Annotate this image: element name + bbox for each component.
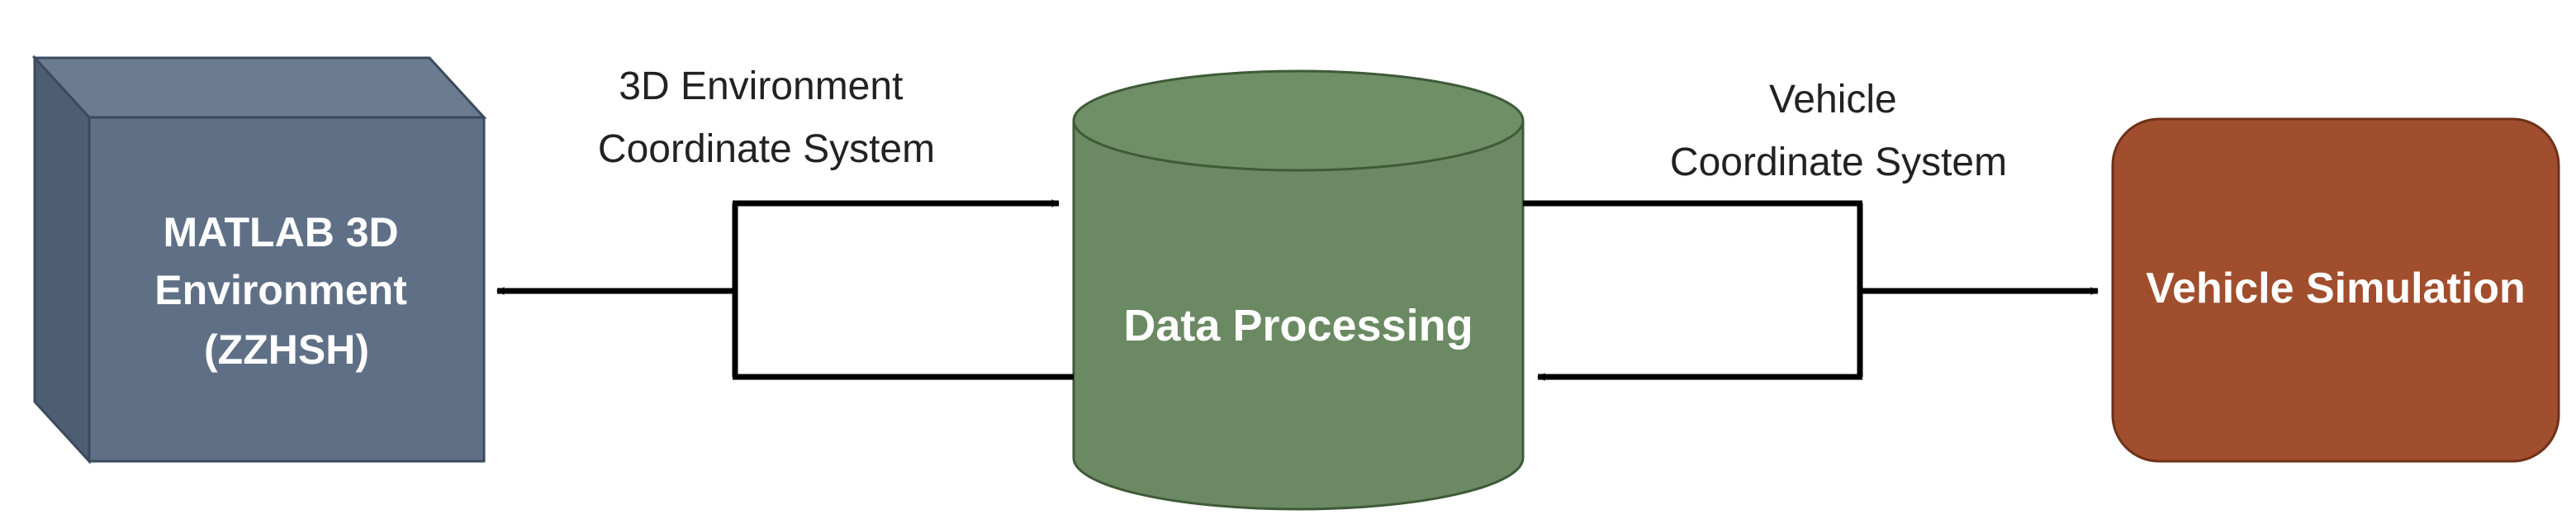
right-edge-label-line-2: Coordinate System [1670,141,2007,184]
data-processing-label: Data Processing [1123,301,1473,350]
right-edge-label-line-1: Vehicle [1769,78,1897,122]
left-edge-label: 3D Environment Coordinate System [598,64,935,171]
matlab-3d-environment-node: MATLAB 3D Environment (ZZHSH) [31,55,487,465]
matlab-box-side-face [33,55,91,465]
matlab-box-front-face [88,116,486,463]
data-processing-node: Data Processing [1072,69,1525,511]
matlab-label-line-1: MATLAB 3D [163,209,398,255]
vehicle-simulation-label: Vehicle Simulation [2146,264,2525,312]
matlab-label: MATLAB 3D Environment (ZZHSH) [154,209,419,373]
right-connector: Vehicle Coordinate System [1523,78,2099,381]
left-edge-label-line-1: 3D Environment [619,64,903,108]
left-edge-label-line-2: Coordinate System [598,127,935,171]
data-processing-cylinder-top [1072,69,1525,172]
data-processing-cylinder-body [1072,121,1525,511]
right-edge-label: Vehicle Coordinate System [1670,78,2007,184]
vehicle-simulation-node: Vehicle Simulation [2111,117,2560,463]
left-connector: 3D Environment Coordinate System [496,64,1074,380]
matlab-label-line-2: Environment [154,267,407,313]
matlab-box-top-face [31,56,487,119]
matlab-label-line-3: (ZZHSH) [204,326,369,373]
vehicle-simulation-box [2111,117,2560,463]
